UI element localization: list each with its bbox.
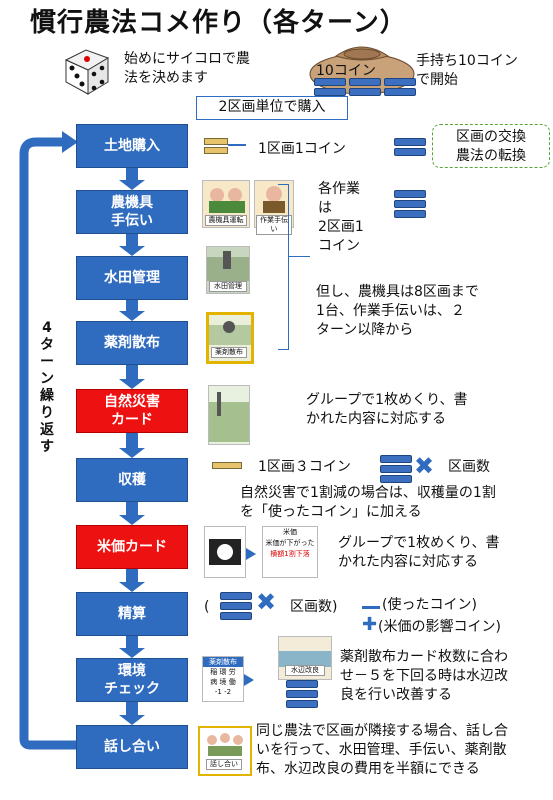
spray-tag: 薬剤散布 <box>211 347 247 358</box>
step-discussion: 話し合い <box>76 725 188 769</box>
environment-note: 薬剤散布カード枚数に合わせ－５を下回る時は水辺改良を行い改善する <box>340 649 508 703</box>
minus-icon <box>362 606 380 609</box>
plus-icon: ✚ <box>362 614 378 635</box>
arrow-right-icon <box>244 674 254 686</box>
paddy-tag: 水田管理 <box>209 281 247 292</box>
buy-unit-box: 2区画単位で購入 <box>196 96 348 120</box>
step-settlement: 精算 <box>76 592 188 636</box>
rice-price-note: グループで1枚めくり、書かれた内容に対応する <box>338 535 500 570</box>
loop-arrow <box>19 131 78 750</box>
step-rice-price-card: 米価カード <box>76 525 188 569</box>
start-coins-note: 手持ち10コインで開始 <box>416 53 518 88</box>
machinery-tag: 農機具運転 <box>205 215 247 226</box>
step-harvest: 収穫 <box>76 458 188 502</box>
helper-tag: 作業手伝い <box>256 215 292 235</box>
coin-stack-icon <box>394 190 426 220</box>
coin-stack-icon <box>286 680 318 710</box>
bag-label: 10コイン <box>316 63 376 79</box>
settle-plus-note: (米価の影響コイン) <box>378 619 501 635</box>
waterside-picture: 水辺改良 <box>278 636 332 680</box>
settle-area-label: 区画数) <box>290 599 338 615</box>
step-environment-check: 環境 チェック <box>76 658 188 702</box>
step-spraying: 薬剤散布 <box>76 321 188 365</box>
dice-icon <box>64 49 110 95</box>
coin-stack-icon <box>394 138 426 158</box>
connector-line <box>228 144 246 146</box>
disaster-card-picture <box>208 385 250 445</box>
step-machinery-help: 農機具 手伝い <box>76 190 188 234</box>
multiply-icon: ✖ <box>256 588 277 616</box>
work-bracket <box>278 184 289 350</box>
spray-picture: 薬剤散布 <box>206 312 254 364</box>
discussion-note: 同じ農法で区画が隣接する場合、話し合いを行って、水田管理、手伝い、薬剤散布、水辺… <box>256 723 508 777</box>
helper-picture: 作業手伝い <box>254 180 294 235</box>
land-tile-icon <box>212 462 242 471</box>
discussion-picture: 話し合い <box>198 726 252 776</box>
land-tile-icon <box>204 138 228 156</box>
dice-instruction: 始めにサイコロで農法を決めます <box>124 51 250 86</box>
step-disaster-card: 自然災害 カード <box>76 389 188 433</box>
discussion-tag: 話し合い <box>206 759 242 770</box>
coin-stack-icon <box>314 78 416 98</box>
step-paddy-management: 水田管理 <box>76 256 188 300</box>
step-land-purchase: 土地購入 <box>76 124 188 168</box>
coin-stack-icon <box>220 592 252 622</box>
disaster-note: グループで1枚めくり、書かれた内容に対応する <box>306 392 468 427</box>
harvest-price-note: 1区画３コイン <box>258 459 351 475</box>
loop-label: 4ターン繰り返す <box>40 320 54 455</box>
paddy-picture: 水田管理 <box>206 246 250 294</box>
spray-count-card: 薬剤散布 稲 環 労 病 境 働 -1 -2 <box>202 656 244 702</box>
rice-logo-card <box>204 526 246 578</box>
harvest-area-label: 区画数 <box>448 459 490 475</box>
rice-price-card-picture: 米価 米価が下がった 横額1割下落 <box>262 526 318 578</box>
coin-stack-icon <box>380 455 412 485</box>
land-price-note: 1区画1コイン <box>258 141 346 157</box>
harvest-disaster-note: 自然災害で1割減の場合は、収穫量の1割を「使ったコイン」に加える <box>240 485 496 520</box>
arrow-right-icon <box>246 548 256 560</box>
connector-line <box>288 256 310 257</box>
machinery-picture: 農機具運転 <box>202 180 250 228</box>
settle-minus-note: (使ったコイン) <box>382 597 477 613</box>
multiply-icon: ✖ <box>414 452 435 480</box>
exchange-box: 区画の交換農法の転換 <box>432 124 550 168</box>
settle-open-paren: ( <box>204 599 210 615</box>
page-title: 慣行農法コメ作り（各ターン） <box>30 8 407 38</box>
waterside-tag: 水辺改良 <box>285 665 325 676</box>
